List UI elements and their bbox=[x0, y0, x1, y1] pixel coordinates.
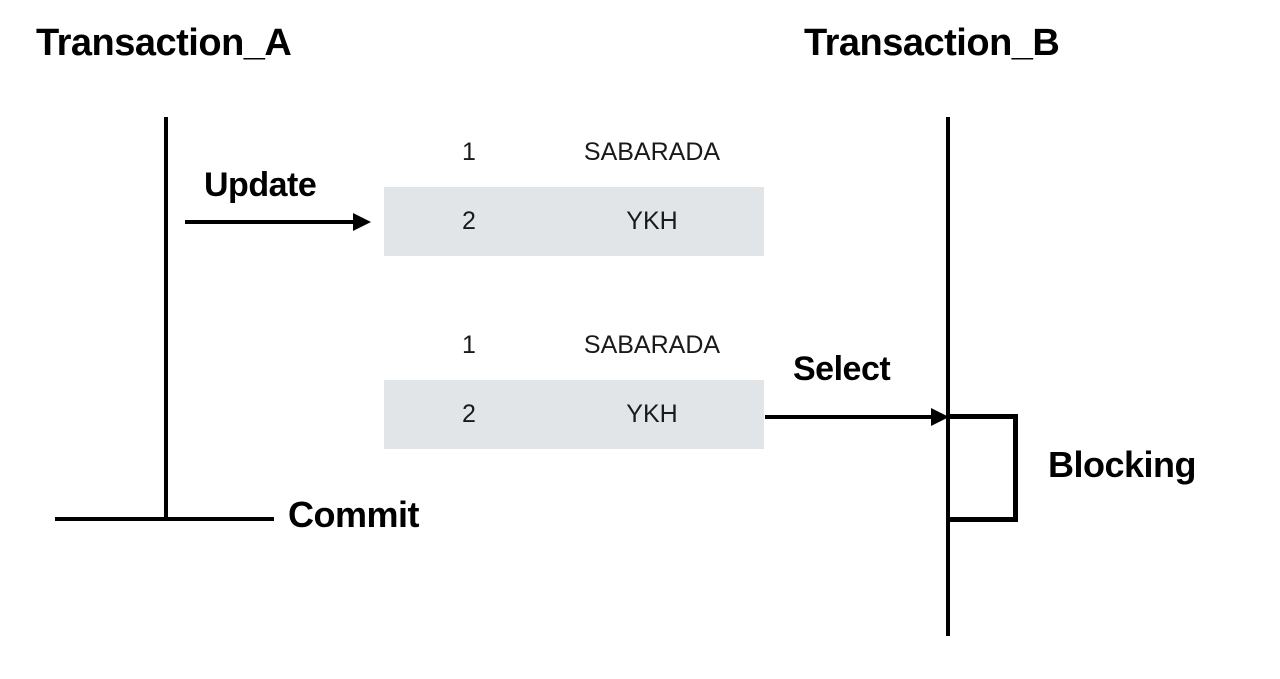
record-table-read-attempt: 1 SABARADA 2 YKH bbox=[384, 311, 764, 449]
commit-label: Commit bbox=[288, 494, 420, 535]
table-row: 1 SABARADA bbox=[384, 311, 764, 380]
cell-name: YKH bbox=[626, 400, 678, 428]
table-row: 1 SABARADA bbox=[384, 118, 764, 187]
table-row: 2 YKH bbox=[384, 187, 764, 256]
cell-id: 2 bbox=[462, 207, 476, 235]
blocking-bracket bbox=[950, 414, 1018, 522]
update-arrow-head-icon bbox=[353, 213, 371, 231]
lane-title-transaction-b: Transaction_B bbox=[804, 22, 1060, 64]
lifeline-transaction-a bbox=[164, 117, 168, 521]
cell-id: 1 bbox=[462, 331, 476, 359]
lifeline-transaction-b bbox=[946, 117, 950, 636]
cell-name: YKH bbox=[626, 207, 678, 235]
select-arrow-shaft bbox=[765, 415, 933, 419]
cell-name: SABARADA bbox=[583, 331, 721, 359]
update-arrow-shaft bbox=[185, 220, 355, 224]
cell-id: 2 bbox=[462, 400, 476, 428]
record-table-before-commit: 1 SABARADA 2 YKH bbox=[384, 118, 764, 256]
select-arrow-head-icon bbox=[931, 408, 949, 426]
commit-line bbox=[55, 517, 274, 521]
cell-id: 1 bbox=[462, 138, 476, 166]
lane-title-transaction-a: Transaction_A bbox=[36, 22, 292, 64]
blocking-label: Blocking bbox=[1048, 444, 1197, 485]
select-arrow-label: Select bbox=[793, 350, 891, 388]
cell-name: SABARADA bbox=[583, 138, 721, 166]
update-arrow-label: Update bbox=[204, 166, 317, 204]
table-row: 2 YKH bbox=[384, 380, 764, 449]
